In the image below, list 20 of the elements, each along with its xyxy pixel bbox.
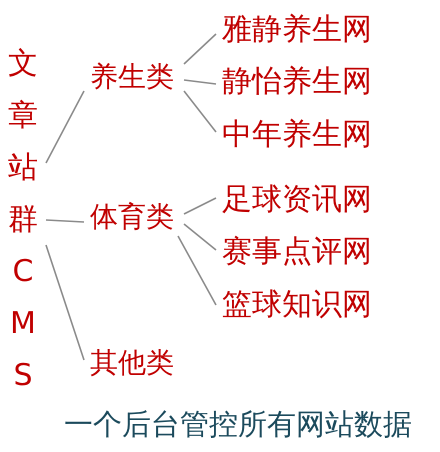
connector-line (183, 90, 217, 132)
category-label: 养生类 (84, 58, 184, 96)
category-label: 其他类 (84, 344, 184, 382)
vertical-title: 文章站群CMS (0, 38, 46, 404)
connector-line (46, 219, 84, 223)
connector-line (184, 79, 216, 85)
connector-line (184, 223, 216, 251)
caption: 一个后台管控所有网站数据 (64, 406, 412, 442)
connector-line (177, 236, 217, 306)
connector-line (45, 244, 85, 360)
category-label: 体育类 (84, 198, 184, 236)
site-label: 篮球知识网 (216, 286, 376, 324)
site-label: 中年养生网 (216, 116, 376, 154)
site-label: 雅静养生网 (216, 11, 376, 49)
site-label: 赛事点评网 (216, 233, 376, 271)
site-label: 足球资讯网 (216, 181, 376, 219)
site-label: 静怡养生网 (216, 63, 376, 101)
connector-line (183, 33, 217, 65)
connector-line (184, 197, 216, 215)
connector-line (45, 90, 85, 164)
